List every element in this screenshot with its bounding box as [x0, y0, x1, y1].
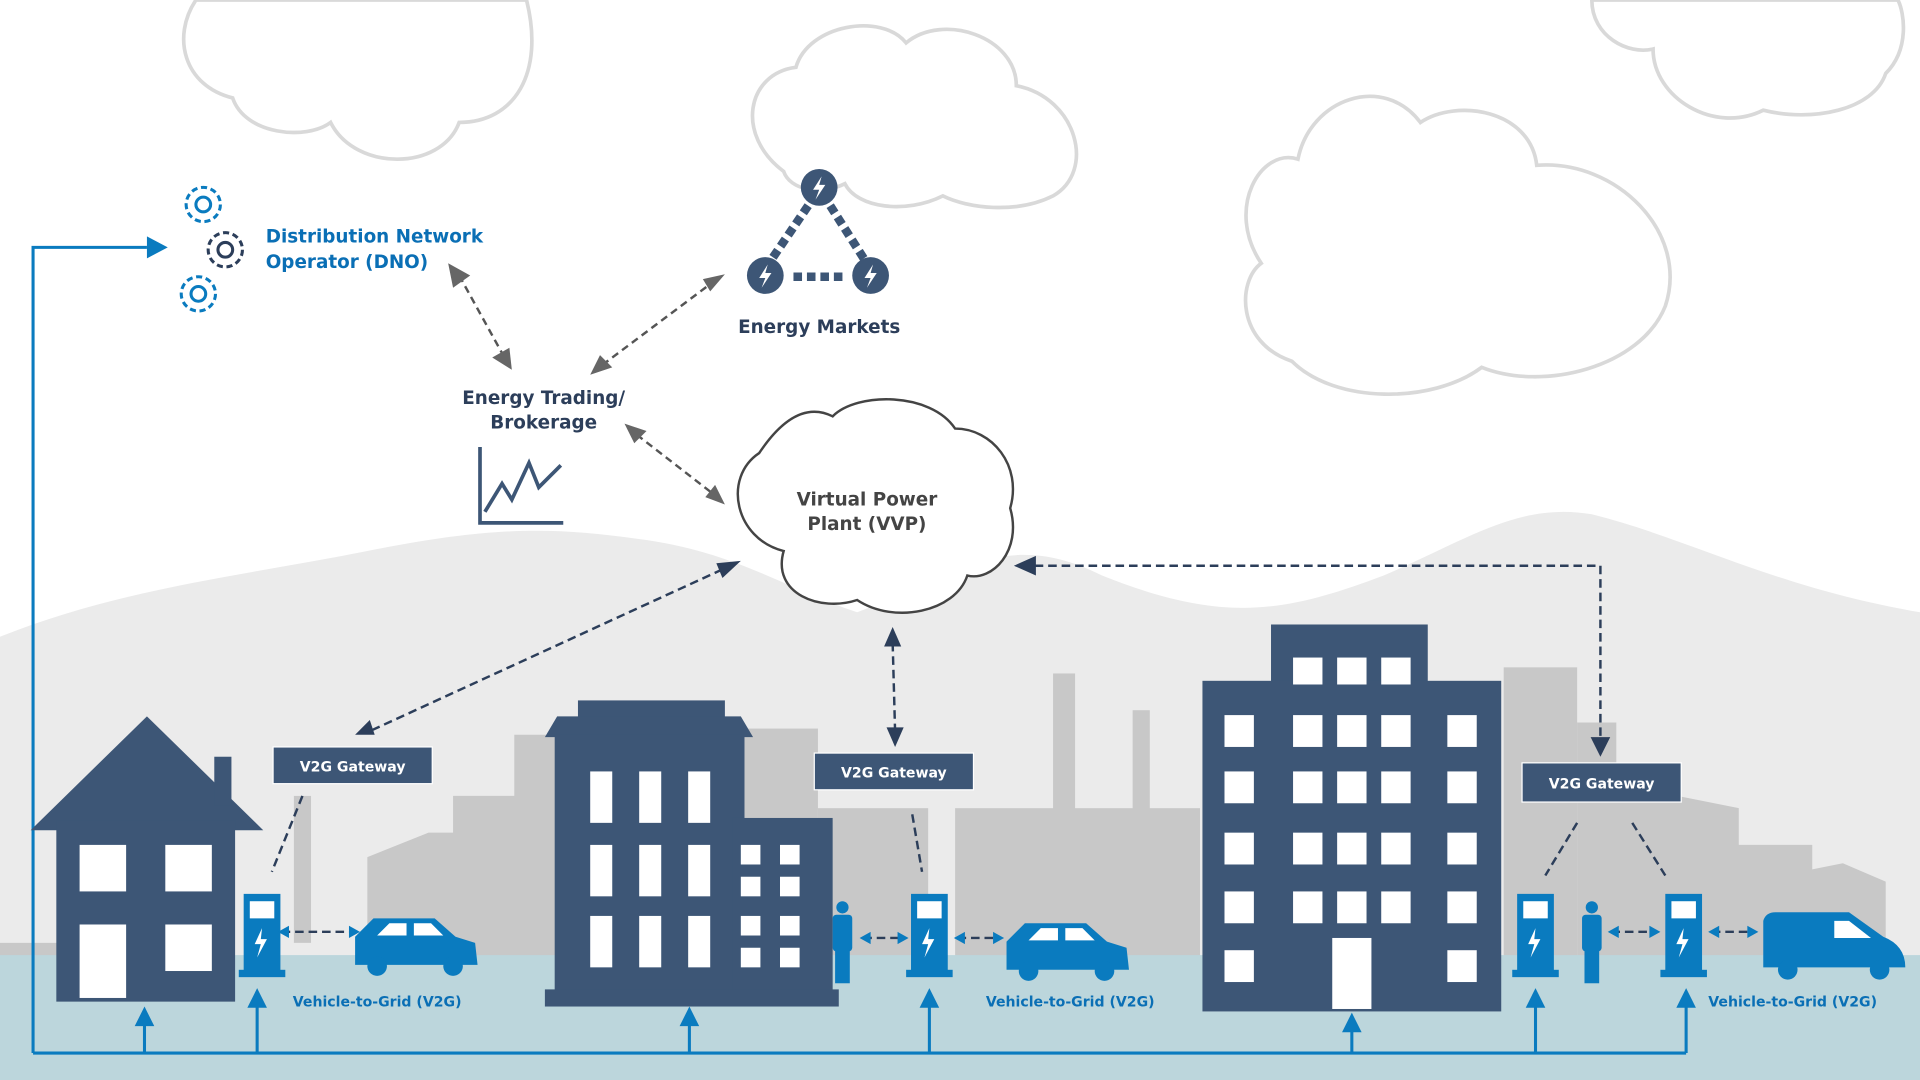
gateway-arrowheads — [355, 555, 1611, 757]
trading-label-line1: Energy Trading/ — [462, 388, 625, 409]
person-icon — [1582, 901, 1602, 984]
v2g-label: Vehicle-to-Grid (V2G) — [986, 995, 1155, 1011]
van-icon — [1763, 912, 1906, 980]
cloud-icon — [181, 0, 534, 162]
car-icon — [355, 918, 478, 976]
office-building — [544, 700, 839, 1007]
charger-icon — [1660, 893, 1707, 978]
v2g-label: Vehicle-to-Grid (V2G) — [1708, 995, 1877, 1011]
dno-label-line1: Distribution Network — [266, 226, 484, 247]
charger-icon — [1512, 893, 1559, 978]
vpp-cloud-icon — [736, 398, 1015, 614]
energy-markets-label: Energy Markets — [738, 317, 900, 338]
cloud-icon — [1589, 0, 1906, 120]
line-chart-icon — [478, 446, 564, 525]
grid-arrowheads — [134, 236, 1696, 1033]
vpp-label-line2: Plant (VVP) — [807, 514, 926, 535]
arrowheads — [448, 263, 725, 505]
gateway-label: V2G Gateway — [300, 759, 406, 775]
v2g-gateway-3: V2G Gateway — [1521, 762, 1682, 803]
ground — [0, 955, 1920, 1080]
gears-icon — [179, 185, 244, 313]
cloud-icon — [750, 24, 1079, 210]
car-icon — [1006, 923, 1129, 981]
dno-label-line2: Operator (DNO) — [266, 252, 428, 273]
power-grid-lines — [31, 245, 1688, 1055]
house — [30, 716, 264, 1002]
v2g-gateway-2: V2G Gateway — [813, 752, 975, 791]
lightning-network-icon — [746, 168, 889, 294]
charger-icon — [906, 893, 953, 978]
data-flow-arrows — [458, 274, 714, 495]
cloud-icon — [1243, 94, 1672, 396]
v2g-arrowheads — [277, 925, 1759, 945]
v2g-label: Vehicle-to-Grid (V2G) — [293, 995, 462, 1011]
person-icon — [832, 901, 853, 984]
v2g-gateway-1: V2G Gateway — [272, 746, 433, 785]
background-clouds — [181, 0, 1906, 396]
charger-icon — [238, 893, 286, 978]
trading-label-line2: Brokerage — [490, 413, 597, 434]
gateway-label: V2G Gateway — [841, 766, 947, 782]
apartment-tower — [1202, 624, 1502, 1012]
vpp-label-line1: Virtual Power — [797, 490, 938, 511]
gateway-label: V2G Gateway — [1549, 777, 1655, 793]
charging-stations — [238, 893, 1707, 978]
